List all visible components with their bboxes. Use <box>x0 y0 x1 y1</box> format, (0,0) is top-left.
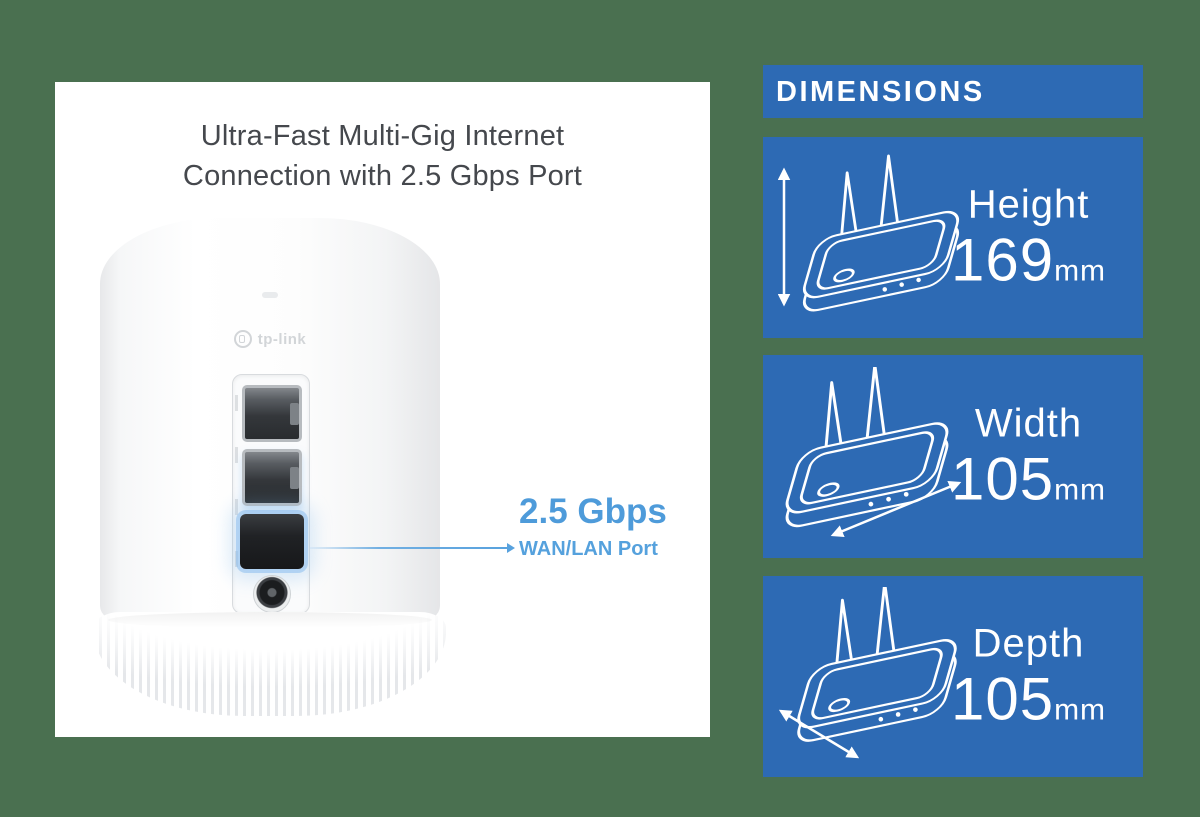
router-depth-icon <box>778 586 961 758</box>
depth-label: Depth <box>972 620 1085 665</box>
width-label: Width <box>974 400 1083 445</box>
depth-box: Depth 105mm <box>763 576 1143 777</box>
panel-title: Ultra-Fast Multi-Gig Internet Connection… <box>55 116 710 196</box>
device-vent-base <box>94 612 446 716</box>
router-height-icon <box>777 153 963 315</box>
port-callout: 2.5 Gbps WAN/LAN Port <box>519 494 667 561</box>
height-value: 169mm <box>950 225 1107 293</box>
callout-leader-arrow <box>310 543 515 553</box>
callout-port-label: WAN/LAN Port <box>519 538 658 560</box>
port-panel <box>232 374 310 614</box>
device-top-notch <box>262 292 278 298</box>
callout-speed-text: 2.5 Gbps <box>519 492 667 531</box>
product-panel: Ultra-Fast Multi-Gig Internet Connection… <box>55 82 710 737</box>
dimensions-header: DIMENSIONS <box>763 65 1143 118</box>
ethernet-port-1 <box>242 385 302 442</box>
ethernet-port-2 <box>242 449 302 506</box>
device-body: tp-link <box>100 218 440 622</box>
width-box: Width 105mm <box>763 355 1143 558</box>
depth-text: Depth 105mm <box>936 620 1121 729</box>
height-label: Height <box>967 181 1090 226</box>
depth-value: 105mm <box>950 664 1107 732</box>
tp-link-logo-icon <box>233 330 252 348</box>
height-box: Height 169mm <box>763 137 1143 338</box>
tp-link-logo-text: tp-link <box>257 330 307 348</box>
panel-title-line1: Ultra-Fast Multi-Gig Internet <box>200 120 565 152</box>
width-text: Width 105mm <box>936 400 1121 509</box>
width-unit: mm <box>1054 472 1107 506</box>
height-text: Height 169mm <box>936 181 1121 290</box>
router-device-photo: tp-link <box>94 218 446 716</box>
panel-title-line2: Connection with 2.5 Gbps Port <box>182 160 583 192</box>
power-jack <box>253 575 291 613</box>
depth-unit: mm <box>1054 692 1107 726</box>
height-unit: mm <box>1054 253 1107 287</box>
width-value: 105mm <box>950 444 1107 512</box>
tp-link-logo: tp-link <box>100 330 440 348</box>
router-width-icon <box>781 366 962 537</box>
wan-lan-2-5g-port <box>240 514 304 569</box>
